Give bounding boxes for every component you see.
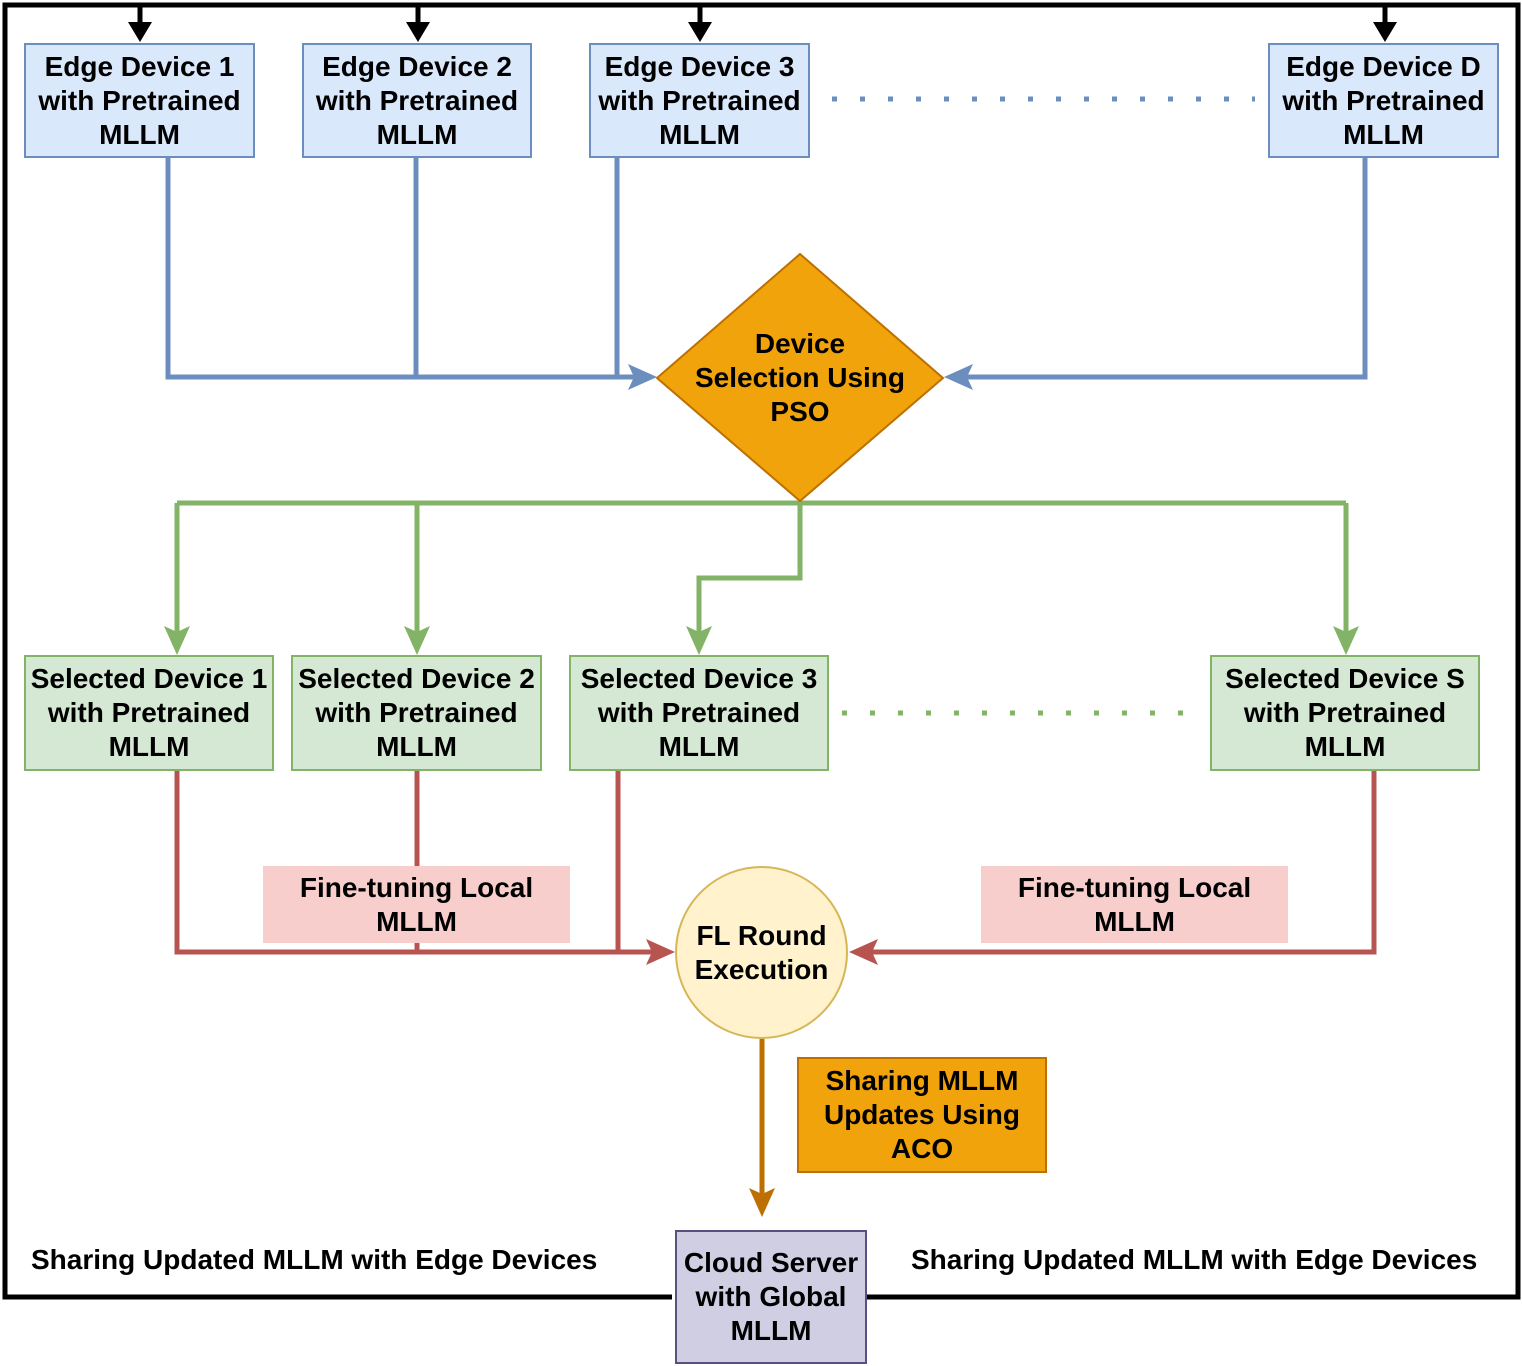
pso-diamond (655, 252, 945, 503)
selected-device-3: Selected Device 3 with Pretrained MLLM (569, 655, 829, 771)
edge-device-3: Edge Device 3 with Pretrained MLLM (589, 43, 810, 158)
selected-device-2-line2: with Pretrained (315, 697, 518, 728)
fl-round-line2: Execution (694, 953, 829, 985)
edge-device-d-line1: Edge Device D (1286, 50, 1481, 82)
selected-device-1-line1: Selected Device 1 (30, 663, 268, 694)
edge-device-2: Edge Device 2 with Pretrained MLLM (302, 43, 532, 158)
green-connectors (174, 500, 1349, 640)
cloud-line3: MLLM (730, 1315, 812, 1346)
selected-device-s-line3: MLLM (1304, 731, 1386, 762)
arrowhead-edge-d (1373, 22, 1397, 42)
edge-device-d: Edge Device D with Pretrained MLLM (1268, 43, 1499, 158)
blue-connectors (165, 158, 1368, 380)
finetune-label-left: Fine-tuning Local MLLM (263, 866, 570, 943)
edge-device-1-line1: Edge Device 1 (44, 50, 235, 82)
fl-round-execution: FL Round Execution (675, 866, 848, 1039)
pso-line1: Device (754, 328, 846, 359)
arrowhead-edge-3 (688, 22, 712, 42)
feedback-loop (2, 2, 1521, 1300)
selected-device-s-line2: with Pretrained (1243, 697, 1447, 728)
selected-device-3-line3: MLLM (658, 731, 740, 762)
edge-device-d-line2: with Pretrained (1282, 84, 1485, 116)
red-arrowheads (646, 939, 878, 965)
aco-label: Sharing MLLM Updates Using ACO (797, 1057, 1047, 1173)
pso-label: Device Selection Using PSO (657, 327, 943, 429)
selected-device-2-line1: Selected Device 2 (298, 663, 535, 694)
arrowhead-to-selected-1 (164, 626, 190, 655)
cloud-server: Cloud Server with Global MLLM (675, 1230, 867, 1364)
orange-connector (749, 1039, 775, 1217)
finetune-right-line2: MLLM (1094, 905, 1175, 937)
edge-device-2-line2: with Pretrained (315, 84, 519, 116)
edge-device-d-line3: MLLM (1343, 118, 1424, 150)
edge-device-1-line2: with Pretrained (38, 84, 241, 116)
finetune-right-line1: Fine-tuning Local (1017, 871, 1252, 903)
edge-device-1: Edge Device 1 with Pretrained MLLM (24, 43, 255, 158)
selected-device-1-line3: MLLM (108, 731, 190, 762)
selected-device-2: Selected Device 2 with Pretrained MLLM (291, 655, 542, 771)
arrowhead-to-pso-right (944, 364, 973, 390)
fl-round-line1: FL Round (696, 919, 827, 951)
arrowhead-to-cloud (749, 1188, 775, 1217)
arrowhead-to-fl-left (646, 939, 675, 965)
selected-device-1-line2: with Pretrained (47, 697, 251, 728)
feedback-arrowheads (128, 22, 1397, 42)
finetune-left-line1: Fine-tuning Local (299, 871, 534, 903)
selected-device-3-line2: with Pretrained (597, 697, 801, 728)
arrowhead-to-pso-left (628, 364, 657, 390)
edge-device-3-line2: with Pretrained (598, 84, 801, 116)
arrowhead-to-selected-3 (686, 626, 712, 655)
edge-device-1-line3: MLLM (99, 118, 180, 150)
sharing-label-right: Sharing Updated MLLM with Edge Devices (911, 1244, 1478, 1275)
pso-line2: Selection Using (694, 362, 906, 393)
finetune-label-right: Fine-tuning Local MLLM (981, 866, 1288, 943)
cloud-line1: Cloud Server (683, 1247, 859, 1278)
selected-device-3-line1: Selected Device 3 (580, 663, 818, 694)
edge-device-2-line3: MLLM (376, 118, 458, 150)
sharing-label-left: Sharing Updated MLLM with Edge Devices (31, 1244, 598, 1275)
arrowhead-to-fl-right (849, 939, 878, 965)
cloud-line2: with Global (695, 1281, 847, 1312)
arrowhead-edge-1 (128, 22, 152, 42)
finetune-left-line2: MLLM (376, 905, 457, 937)
selected-device-s-line1: Selected Device S (1225, 663, 1465, 694)
edge-device-3-line3: MLLM (659, 118, 740, 150)
aco-line1: Sharing MLLM (825, 1065, 1019, 1096)
edge-device-3-line1: Edge Device 3 (604, 50, 795, 82)
green-arrowheads (164, 626, 1359, 655)
aco-line3: ACO (890, 1133, 954, 1164)
arrowhead-to-selected-s (1333, 626, 1359, 655)
pso-line3: PSO (770, 396, 830, 427)
edge-device-2-line1: Edge Device 2 (322, 50, 512, 82)
blue-arrowheads (628, 364, 973, 390)
arrowhead-edge-2 (406, 22, 430, 42)
aco-line2: Updates Using (823, 1099, 1021, 1130)
selected-device-s: Selected Device S with Pretrained MLLM (1210, 655, 1480, 771)
selected-device-1: Selected Device 1 with Pretrained MLLM (24, 655, 274, 771)
selected-device-2-line3: MLLM (376, 731, 457, 762)
arrowhead-to-selected-2 (404, 626, 430, 655)
